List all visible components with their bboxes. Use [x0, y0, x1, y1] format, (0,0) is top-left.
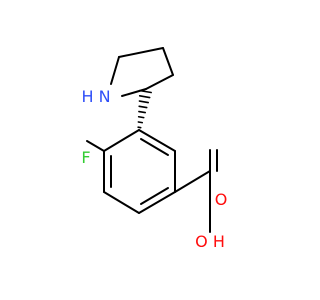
- hydroxyl-oh-label: O H: [195, 232, 225, 251]
- bond-c4-c5: [103, 191, 140, 214]
- fluorine-label: F: [81, 148, 90, 167]
- hash-stroke: [138, 95, 151, 99]
- bond-c6-c1: [103, 129, 140, 152]
- amine-nh-label: H N: [81, 87, 110, 106]
- bond-ring-n-c2: [121, 88, 147, 97]
- bond-c2-carboxyl: [174, 170, 211, 193]
- hashed-wedge-bond: [137, 89, 152, 129]
- bond-ring-c4-c5: [118, 47, 164, 58]
- molecule-canvas: F H N O O H: [81, 47, 228, 251]
- hash-stroke: [138, 100, 149, 104]
- hash-stroke: [138, 105, 148, 109]
- bond-c3-c4: [138, 191, 176, 214]
- bond-ring-c3-c4: [162, 47, 174, 76]
- hash-stroke: [137, 115, 145, 119]
- structure-diagram: F H N O O H: [81, 47, 228, 251]
- bond-c6-fluorine: [86, 140, 105, 152]
- hash-stroke: [138, 110, 147, 114]
- benzene-ring: [103, 129, 176, 214]
- bond-inner-c3-c4: [140, 187, 169, 205]
- carbonyl-oxygen-label: O: [215, 190, 228, 209]
- bond-c1-c2: [138, 129, 176, 152]
- bond-inner-c1-c2: [140, 138, 169, 156]
- bond-ring-c5-n: [110, 56, 120, 85]
- pyrrolidine-ring: [110, 47, 174, 97]
- hash-stroke: [137, 121, 144, 124]
- bond-ring-c2-c3: [145, 74, 174, 90]
